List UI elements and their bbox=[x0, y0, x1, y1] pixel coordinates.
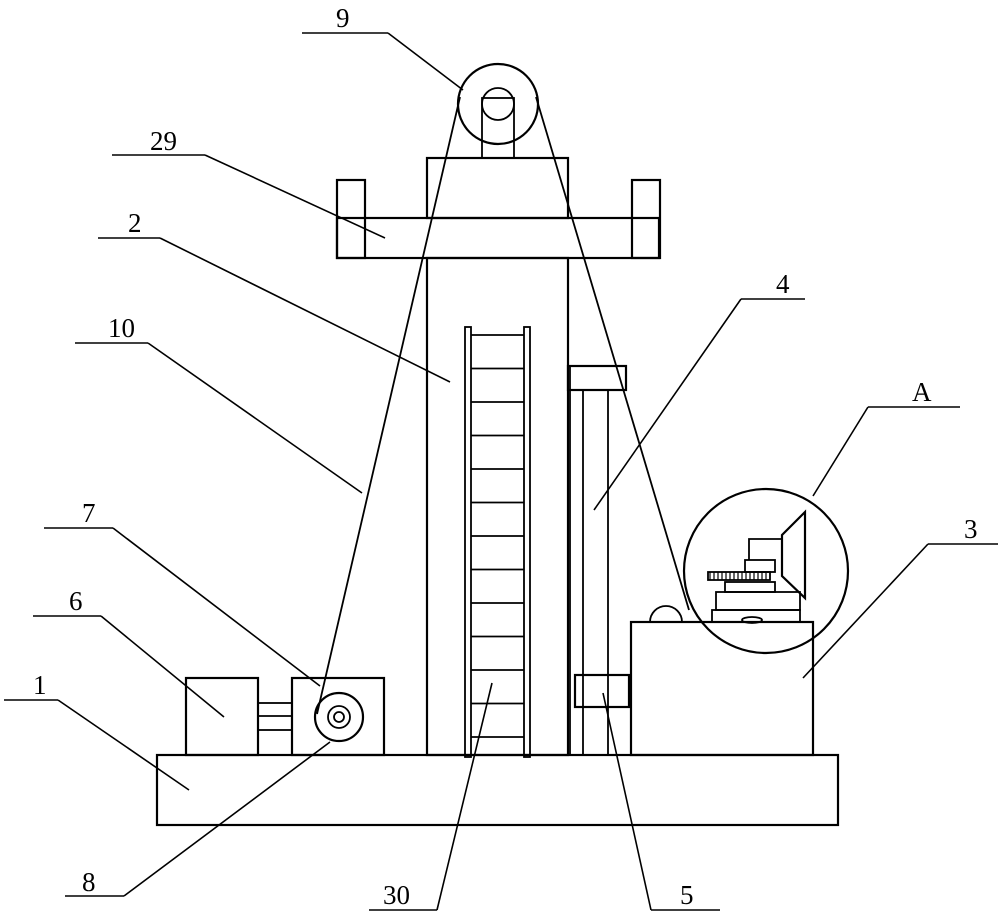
label-3: 3 bbox=[964, 514, 978, 544]
horn-icon bbox=[780, 509, 807, 601]
ladder-rungs bbox=[471, 334, 524, 738]
top-pulley-axle bbox=[481, 87, 515, 121]
label-9: 9 bbox=[336, 3, 350, 33]
guide-rail-top-cap bbox=[566, 364, 628, 392]
label-2: 2 bbox=[128, 208, 142, 238]
label-5: 5 bbox=[680, 880, 694, 910]
label-30: 30 bbox=[383, 880, 410, 910]
label-A: A bbox=[912, 377, 932, 407]
cable-right bbox=[535, 96, 690, 611]
winch-drum-hub bbox=[327, 705, 351, 729]
gearbox bbox=[290, 676, 386, 757]
ladder bbox=[464, 326, 531, 758]
winch-drum-axle bbox=[333, 711, 345, 723]
label-10: 10 bbox=[108, 313, 135, 343]
detail-mechanism bbox=[707, 509, 807, 624]
top-pulley-bracket bbox=[481, 97, 515, 159]
slider-block bbox=[573, 673, 631, 709]
label-6: 6 bbox=[69, 586, 83, 616]
tower-top-block bbox=[425, 156, 570, 220]
tower-column bbox=[425, 256, 570, 757]
device-box bbox=[629, 620, 815, 757]
label-29: 29 bbox=[150, 126, 177, 156]
cross-arm-left-post bbox=[335, 178, 367, 260]
sensor-dome bbox=[649, 605, 683, 623]
label-8: 8 bbox=[82, 867, 96, 897]
leader-lines bbox=[4, 32, 998, 911]
winch-drum bbox=[313, 691, 365, 743]
ladder-right-rail bbox=[523, 326, 531, 758]
motor bbox=[184, 676, 260, 757]
cable-left bbox=[316, 96, 461, 715]
top-pulley-wheel bbox=[456, 62, 540, 146]
detail-circle-A bbox=[682, 487, 850, 655]
cross-arm bbox=[335, 216, 661, 260]
label-1: 1 bbox=[33, 670, 47, 700]
label-4: 4 bbox=[776, 269, 790, 299]
base-plate bbox=[155, 753, 840, 827]
cross-arm-right-post bbox=[630, 178, 662, 260]
label-7: 7 bbox=[82, 498, 96, 528]
ladder-left-rail bbox=[464, 326, 472, 758]
